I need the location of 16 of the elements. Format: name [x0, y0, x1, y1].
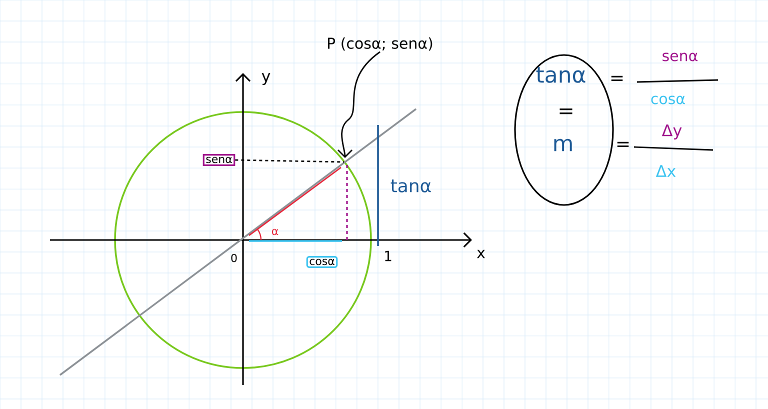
denominator: Δx [656, 165, 676, 177]
point-label: P (cosα; senα) [328, 37, 432, 51]
dashed-line [235, 159, 344, 163]
axis-label: x [477, 250, 485, 258]
cosine-label: cosα [306, 256, 338, 268]
equals-sign: = [611, 76, 623, 81]
numerator: Δy [662, 124, 682, 140]
numerator: senα [662, 52, 698, 62]
tangent-label: tanα [390, 180, 431, 192]
tick-label: 1 [385, 250, 392, 262]
origin-label: 0 [231, 254, 237, 262]
leader-line [338, 51, 380, 158]
denominator: cosα [651, 96, 685, 104]
angle-label: α [272, 228, 278, 236]
axis-label: y [262, 72, 270, 86]
sine-label: senα [202, 154, 236, 166]
